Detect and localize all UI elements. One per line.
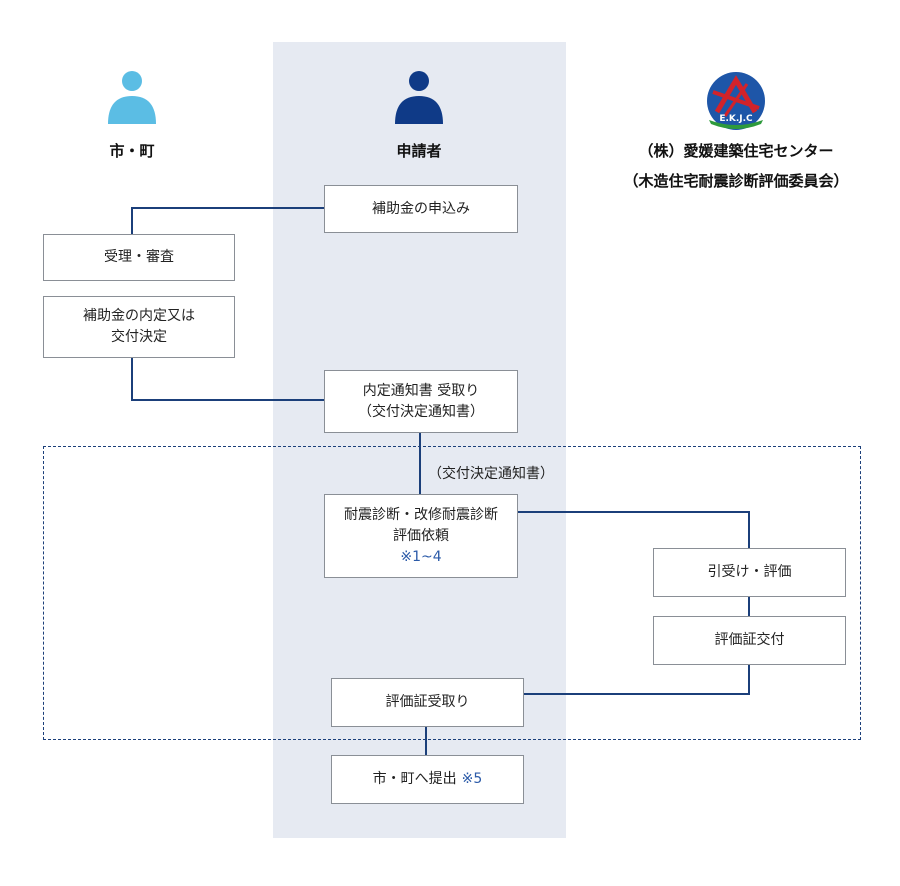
evaluation-region [43, 446, 861, 740]
box-receive-review-label: 受理・審査 [104, 249, 174, 265]
box-accept-eval: 引受け・評価 [653, 548, 846, 597]
connector [425, 727, 427, 756]
box-apply: 補助金の申込み [324, 185, 518, 233]
connector-label: （交付決定通知書） [428, 466, 554, 482]
connector [748, 596, 750, 616]
box-submit: 市・町へ提出 ※5 [331, 755, 524, 804]
box-cert-issue: 評価証交付 [653, 616, 846, 665]
box-cert-issue-label: 評価証交付 [714, 632, 785, 648]
connector [131, 207, 133, 235]
box-notice-line2: （交付決定通知書） [358, 403, 484, 420]
center-title-line1: （株）愛媛建築住宅センター [638, 142, 834, 160]
box-request-line2: 評価依頼 [393, 527, 449, 544]
box-cert-receive: 評価証受取り [331, 678, 524, 727]
box-decision: 補助金の内定又は 交付決定 [43, 296, 235, 358]
box-notice: 内定通知書 受取り （交付決定通知書） [324, 370, 518, 433]
connector [523, 693, 750, 695]
center-title-line2: （木造住宅耐震診断評価委員会） [623, 172, 849, 190]
box-decision-line1: 補助金の内定又は [83, 308, 195, 324]
applicant-column-title: 申請者 [396, 142, 442, 160]
box-request-note: ※1~4 [400, 548, 442, 565]
applicant-person-icon [391, 70, 447, 130]
city-person-icon [104, 70, 160, 130]
connector [131, 207, 325, 209]
box-accept-eval-label: 引受け・評価 [707, 564, 792, 580]
box-notice-line1: 内定通知書 受取り [362, 382, 480, 399]
box-submit-note: ※5 [461, 771, 483, 787]
connector [517, 511, 750, 513]
connector [748, 664, 750, 695]
city-column-title: 市・町 [109, 142, 155, 160]
connector [131, 357, 133, 400]
connector [419, 433, 421, 495]
connector [748, 511, 750, 549]
ekjc-logo-icon: E.K.J.C [703, 72, 769, 138]
connector [131, 399, 325, 401]
box-request: 耐震診断・改修耐震診断 評価依頼 ※1~4 [324, 494, 518, 578]
box-decision-line2: 交付決定 [111, 329, 167, 345]
box-request-line1: 耐震診断・改修耐震診断 [344, 506, 498, 523]
logo-text: E.K.J.C [719, 114, 753, 124]
box-apply-label: 補助金の申込み [372, 200, 470, 217]
box-submit-label: 市・町へ提出 [372, 771, 457, 787]
box-receive-review: 受理・審査 [43, 234, 235, 281]
box-cert-receive-label: 評価証受取り [385, 694, 470, 710]
